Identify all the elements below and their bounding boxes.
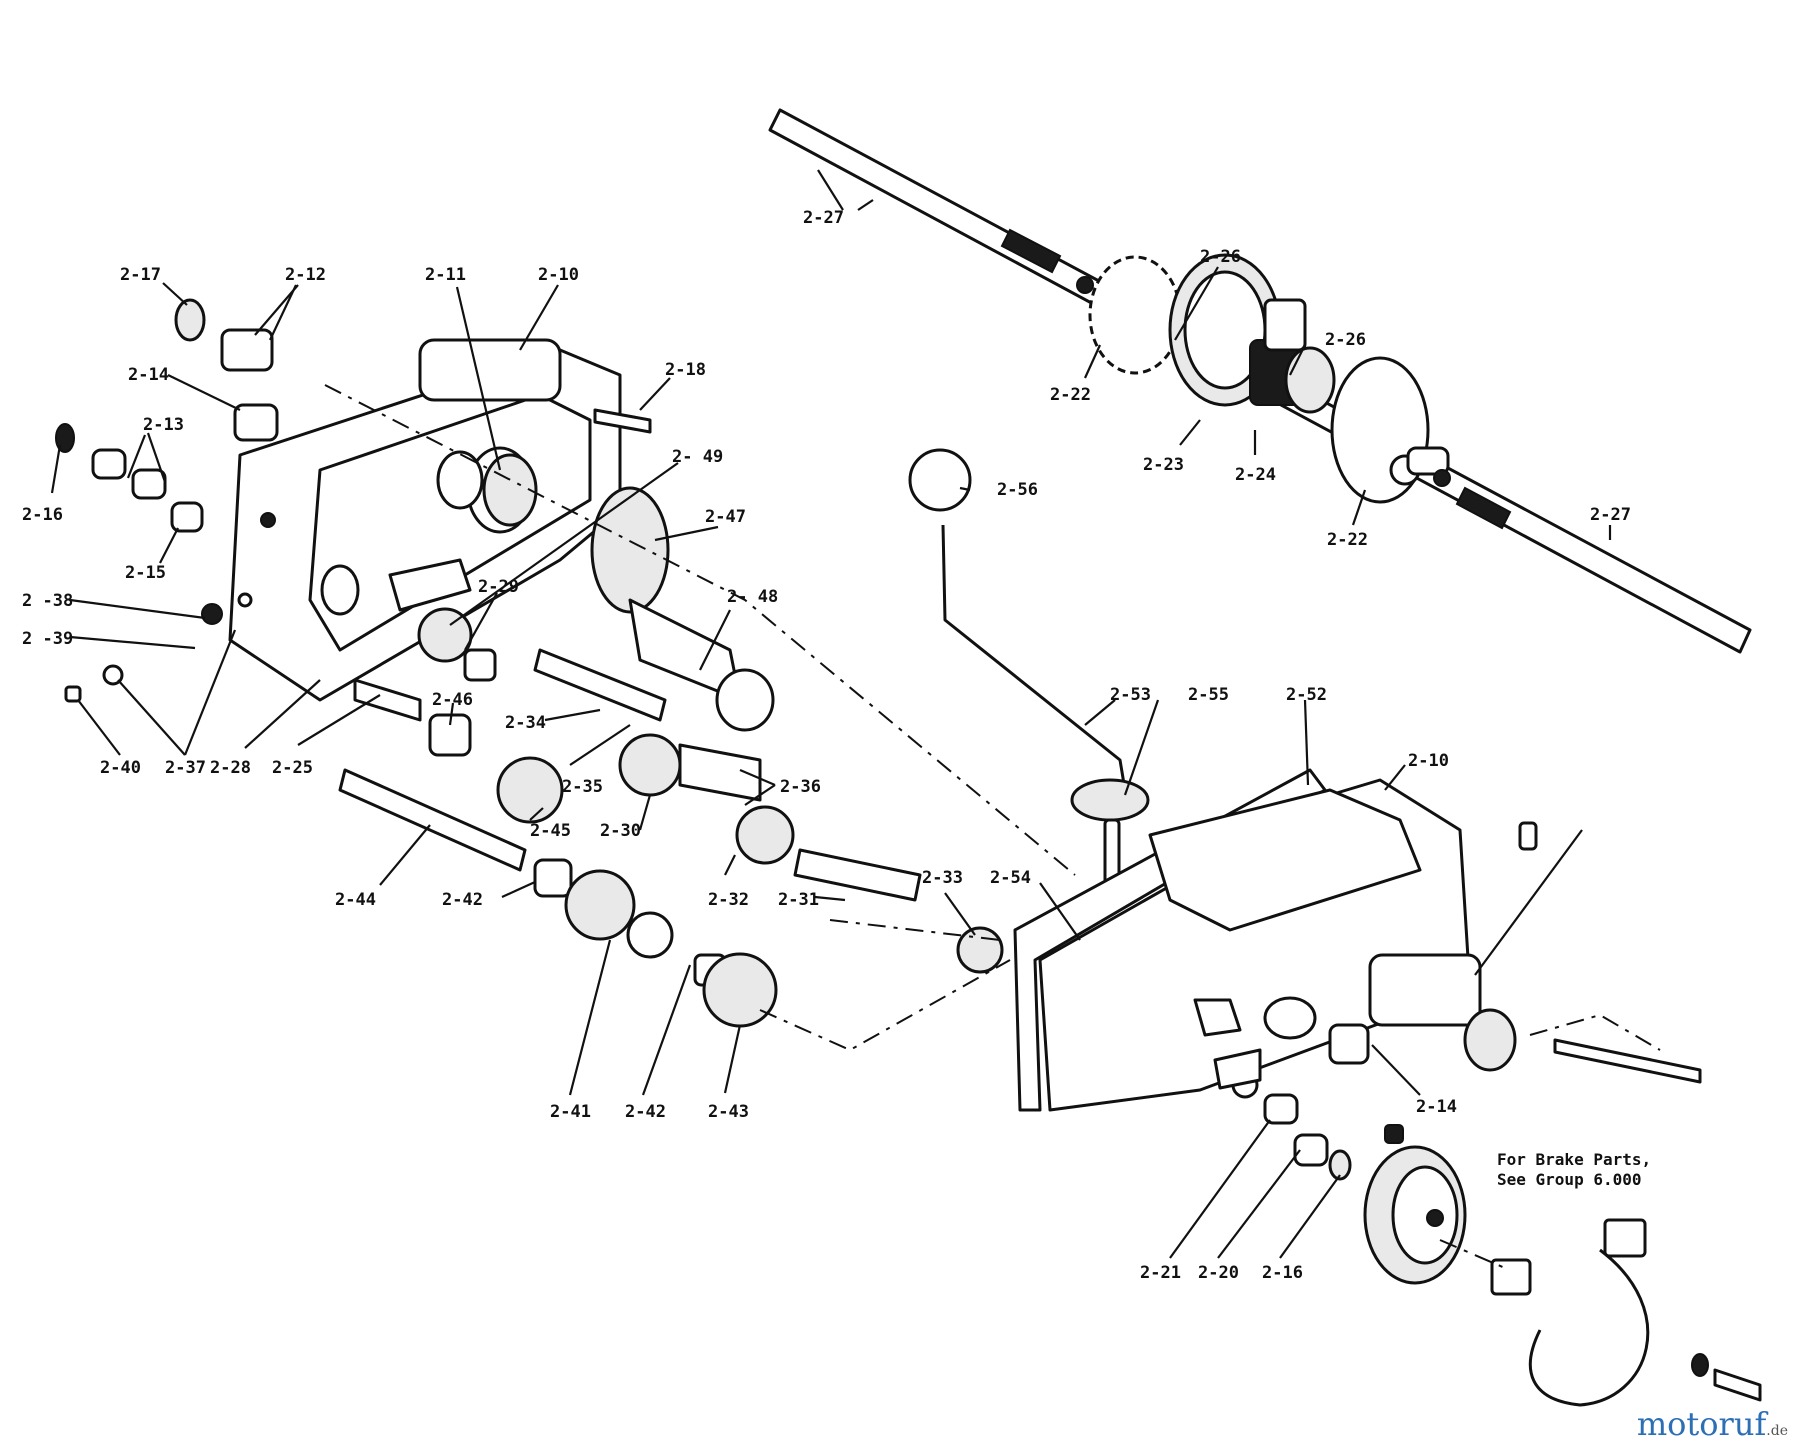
label-2-32: 2-32 [708,890,749,910]
label-2-16-right: 2-16 [1262,1263,1303,1283]
label-2-38: 2 -38 [22,591,73,611]
note-line-2: See Group 6.000 [1497,1170,1642,1189]
label-2-18: 2-18 [665,360,706,380]
label-2-16-left: 2-16 [22,505,63,525]
label-2-36: 2-36 [780,777,821,797]
label-2-22-left: 2-22 [1050,385,1091,405]
label-2-20: 2-20 [1198,1263,1239,1283]
label-2-42-top: 2-42 [442,890,483,910]
label-2-37: 2-37 [165,758,206,778]
label-2-43: 2-43 [708,1102,749,1122]
brake-parts [1363,1145,1762,1407]
label-2-47: 2-47 [705,507,746,527]
label-2-31: 2-31 [778,890,819,910]
brake-parts-note: For Brake Parts, See Group 6.000 [1497,1150,1651,1189]
label-2-26-top: 2-26 [1200,247,1241,267]
label-2-55: 2-55 [1188,685,1229,705]
label-2-24: 2-24 [1235,465,1276,485]
label-2-53: 2-53 [1110,685,1151,705]
label-2-10-right: 2-10 [1408,751,1449,771]
label-2-54: 2-54 [990,868,1031,888]
label-2-46: 2-46 [432,690,473,710]
label-2-28: 2-28 [210,758,251,778]
label-2-12: 2-12 [285,265,326,285]
label-2-27-right: 2-27 [1590,505,1631,525]
label-2-25: 2-25 [272,758,313,778]
center-lines [324,384,1661,1269]
right-housing-2-10 [1013,768,1702,1144]
label-2-56: 2-56 [997,480,1038,500]
label-2-48: 2- 48 [727,587,778,607]
label-2-35: 2-35 [562,777,603,797]
watermark-logo: motoruf.de [1637,1405,1788,1443]
shift-lever [908,448,1150,912]
label-2-33: 2-33 [922,868,963,888]
label-2-45: 2-45 [530,821,571,841]
label-2-10-left: 2-10 [538,265,579,285]
label-2-42-bottom: 2-42 [625,1102,666,1122]
label-2-23: 2-23 [1143,455,1184,475]
watermark-main: motoruf [1636,1405,1767,1443]
leader-lines [50,169,1612,1259]
label-2-29: 2-29 [478,577,519,597]
left-housing-2-10 [228,338,622,702]
label-2-52: 2-52 [1286,685,1327,705]
watermark-tld: .de [1766,1423,1788,1439]
label-2-14-left: 2-14 [128,365,169,385]
label-2-41: 2-41 [550,1102,591,1122]
differential-assembly [1076,253,1451,504]
label-2-14-right: 2-14 [1416,1097,1457,1117]
label-2-40: 2-40 [100,758,141,778]
label-2-39: 2 -39 [22,629,73,649]
label-2-44: 2-44 [335,890,376,910]
label-2-26-mid: 2-26 [1325,330,1366,350]
note-line-1: For Brake Parts, [1497,1150,1651,1169]
label-2-27-top: 2-27 [803,208,844,228]
gear-train [338,486,1004,1028]
label-2-15: 2-15 [125,563,166,583]
label-2-22-right: 2-22 [1327,530,1368,550]
right-small-parts [1193,998,1352,1181]
label-2-49: 2- 49 [672,447,723,467]
left-small-parts [55,298,652,703]
label-2-17: 2-17 [120,265,161,285]
part-labels: 2-27 2-27 2-26 2-26 2-22 2-22 2-23 2-24 … [22,208,1631,1283]
label-2-11: 2-11 [425,265,466,285]
label-2-34: 2-34 [505,713,546,733]
label-2-13: 2-13 [143,415,184,435]
label-2-21: 2-21 [1140,1263,1181,1283]
label-2-30: 2-30 [600,821,641,841]
